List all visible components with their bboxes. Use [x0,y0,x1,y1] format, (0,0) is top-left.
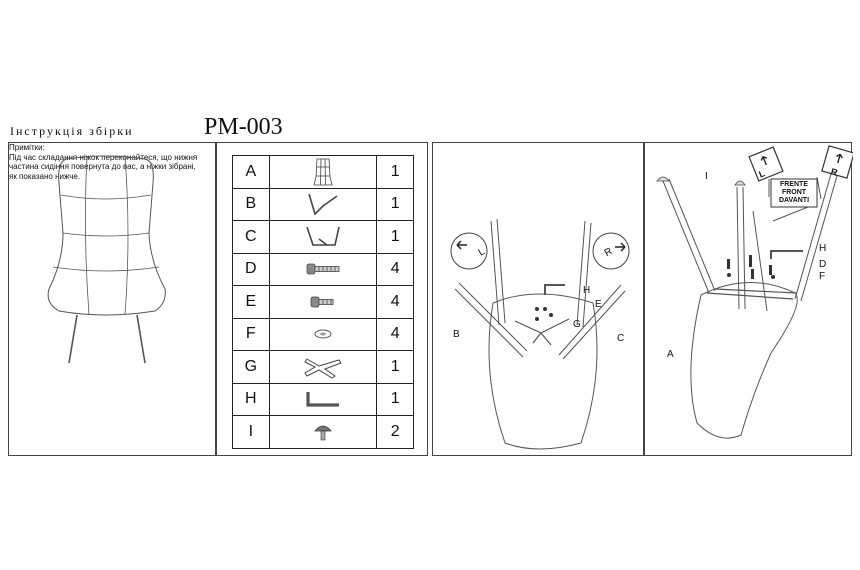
table-row: D 4 [232,252,414,286]
foot-cap-icon [656,176,746,186]
part-quantity: 4 [376,285,414,319]
seat-cushion-icon [313,158,333,186]
step-1-label-c: C [617,333,625,344]
chair-overview-panel: Примітки: Під час складання ніжок переко… [8,142,216,456]
step-1-illustration [450,218,630,450]
right-orientation-sign [821,145,853,179]
front-label-box [770,178,818,208]
step-2-illustration [656,145,853,439]
part-quantity: 4 [376,252,414,286]
part-quantity: 4 [376,317,414,351]
assembly-step-1-panel: L R B C E G H [432,142,644,456]
part-letter: F [232,317,270,351]
table-row: B 1 [232,187,414,221]
assembly-notes: Примітки: Під час складання ніжок переко… [9,143,199,181]
table-row: I 2 [232,415,414,449]
table-row: G 1 [232,350,414,384]
part-quantity: 1 [376,220,414,254]
part-quantity: 1 [376,155,414,189]
left-orientation-sign [748,146,784,182]
step-2-label-a: A [667,349,674,360]
part-letter: G [232,350,270,384]
table-row: C 1 [232,220,414,254]
model-number: PM-003 [204,114,283,140]
allen-key-icon [306,392,340,407]
step-2-label-d: D [819,259,827,270]
parts-list-panel [216,142,428,456]
washer-icon [314,329,332,339]
right-orientation-sign [592,232,630,270]
table-row: F 4 [232,317,414,351]
cross-bracket-icon [304,358,342,379]
part-letter: B [232,187,270,221]
part-quantity: 1 [376,187,414,221]
leg-frame-c-icon [306,226,340,246]
notes-text: Під час складання ніжок переконайтеся, щ… [9,152,198,181]
notes-title: Примітки: [9,143,45,152]
front-label-text: FRENTE FRONT DAVANTI [778,181,810,204]
short-bolt-icon [310,296,334,308]
table-row: E 4 [232,285,414,319]
step-2-label-h: H [819,243,827,254]
part-quantity: 2 [376,415,414,449]
chair-illustration [47,155,166,364]
document-subtitle: Інструкція збірки [10,124,134,138]
step-1-label-h: H [583,285,591,296]
parts-table: A 1 B 1 [232,155,414,449]
foot-cap-icon [314,425,332,441]
table-row: H 1 [232,382,414,416]
part-letter: D [232,252,270,286]
long-bolt-icon [306,263,340,275]
part-quantity: 1 [376,350,414,384]
part-quantity: 1 [376,382,414,416]
step-2-label-f: F [819,271,826,282]
part-letter: A [232,155,270,189]
part-letter: H [232,382,270,416]
assembly-step-2-panel: L R FRENTE FRONT DAVANTI I H D F A [644,142,853,456]
step-1-label-g: G [573,319,581,330]
step-1-label-e: E [595,299,602,310]
part-letter: I [232,415,270,449]
left-orientation-sign [450,232,488,270]
part-letter: C [232,220,270,254]
step-1-label-b: B [453,329,460,340]
part-letter: E [232,285,270,319]
step-2-label-i: I [705,171,708,182]
table-row: A 1 [232,155,414,189]
leg-frame-b-icon [308,194,338,216]
